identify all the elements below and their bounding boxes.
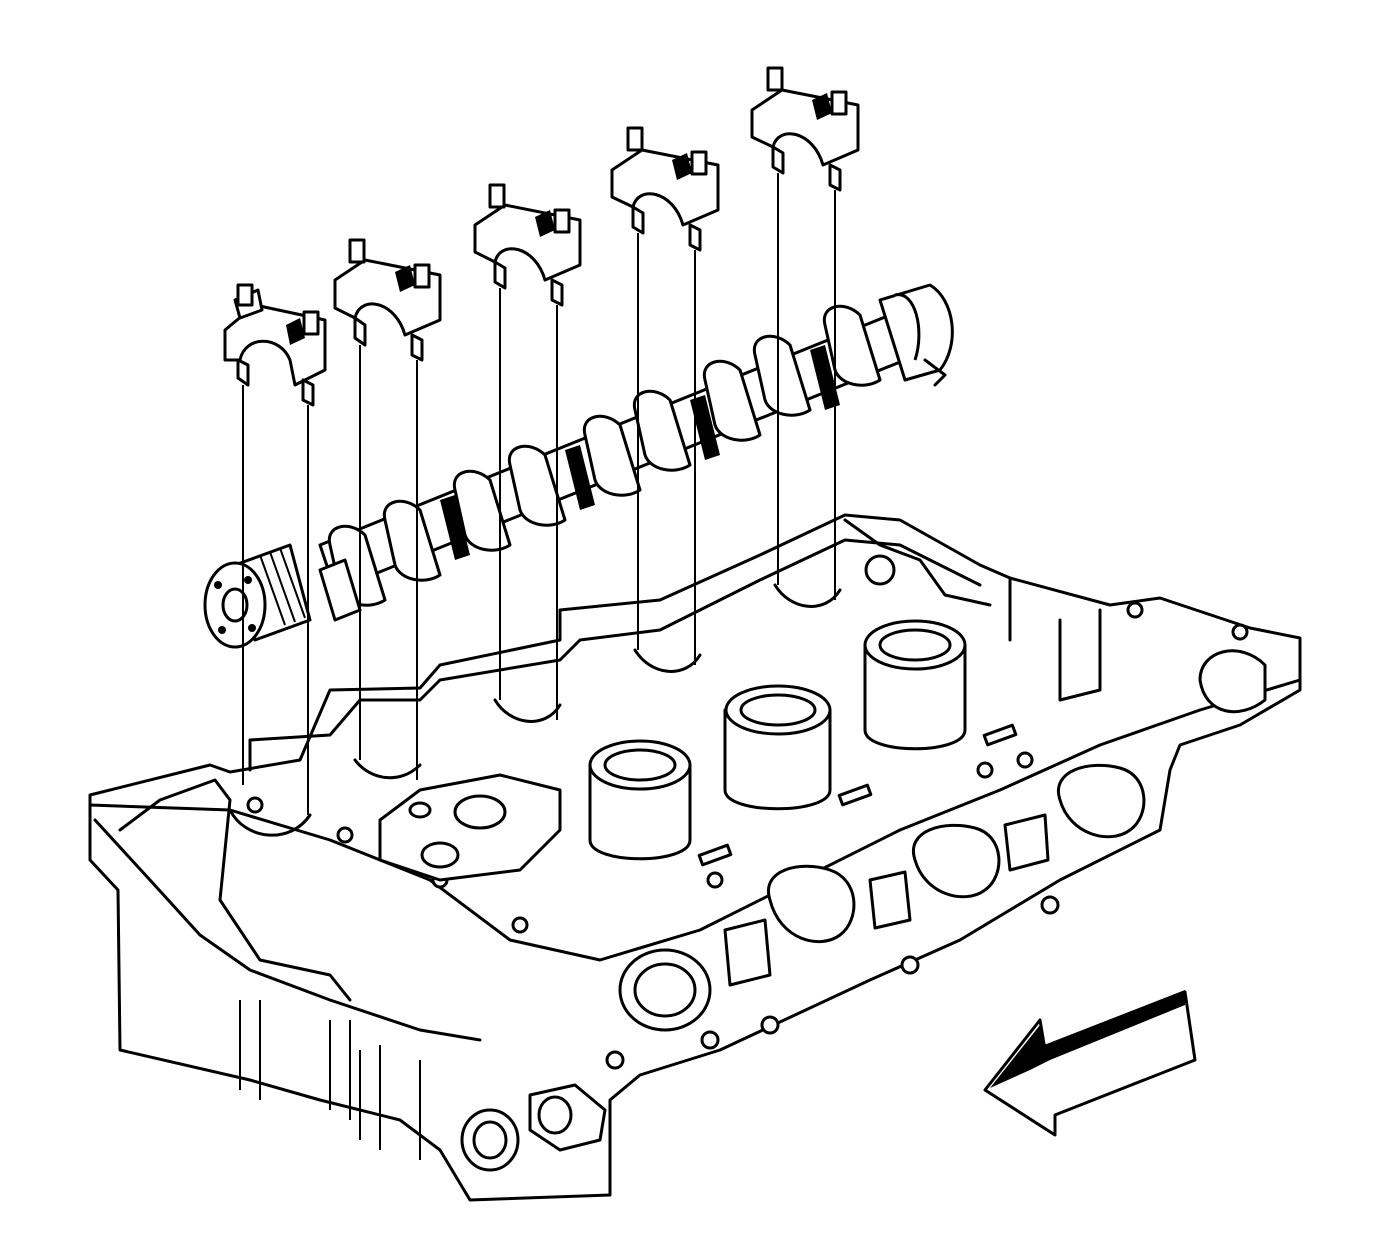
head-left-pocket [118,778,352,1002]
camshaft-front-hub [203,543,362,649]
bearing-saddles [228,583,1267,837]
lower-boss [460,1083,607,1172]
bearing-cap-1 [223,283,327,407]
housing-hole [453,794,507,830]
deck-slots [697,723,1018,867]
hub-center [221,587,249,623]
lifter-tower-3 [863,619,967,751]
front-direction-arrow [983,990,1197,1137]
housing-hole [408,801,432,819]
journal-housing-1 [378,773,562,882]
camshaft-rear-end [878,283,954,387]
port [766,864,856,944]
rear-saddle [1198,649,1267,714]
rear-boss [864,554,896,586]
rear-hub-ring [894,293,921,361]
head-back-wall [248,538,982,772]
outlet-bore [633,962,697,1018]
port-row [723,763,1146,987]
port [868,870,912,930]
coolant-outlet [618,948,712,1032]
bearing-cap-2 [333,238,442,362]
camshaft [203,283,954,649]
lifter-tower-2 [723,684,832,811]
port [911,823,1001,899]
plug-center [472,1120,508,1160]
housing-hole [420,841,460,869]
alignment-lines [242,173,836,815]
port [1003,813,1050,872]
bearing-cap-4 [610,126,720,252]
bearing-cap-5 [750,66,860,192]
head-left-end [93,818,482,1042]
cam-journals [440,345,840,560]
bearing-cap-3 [473,183,582,307]
lifter-tower-1 [588,739,692,861]
head-side-rib [359,1045,421,1160]
head-left-rib [239,1000,351,1120]
port [1056,763,1146,839]
head-deck-edge [88,678,1302,962]
boss-bore [537,1095,573,1135]
port [723,918,772,987]
head-rear-end [843,518,1102,702]
cylinder-head [88,513,1302,1202]
